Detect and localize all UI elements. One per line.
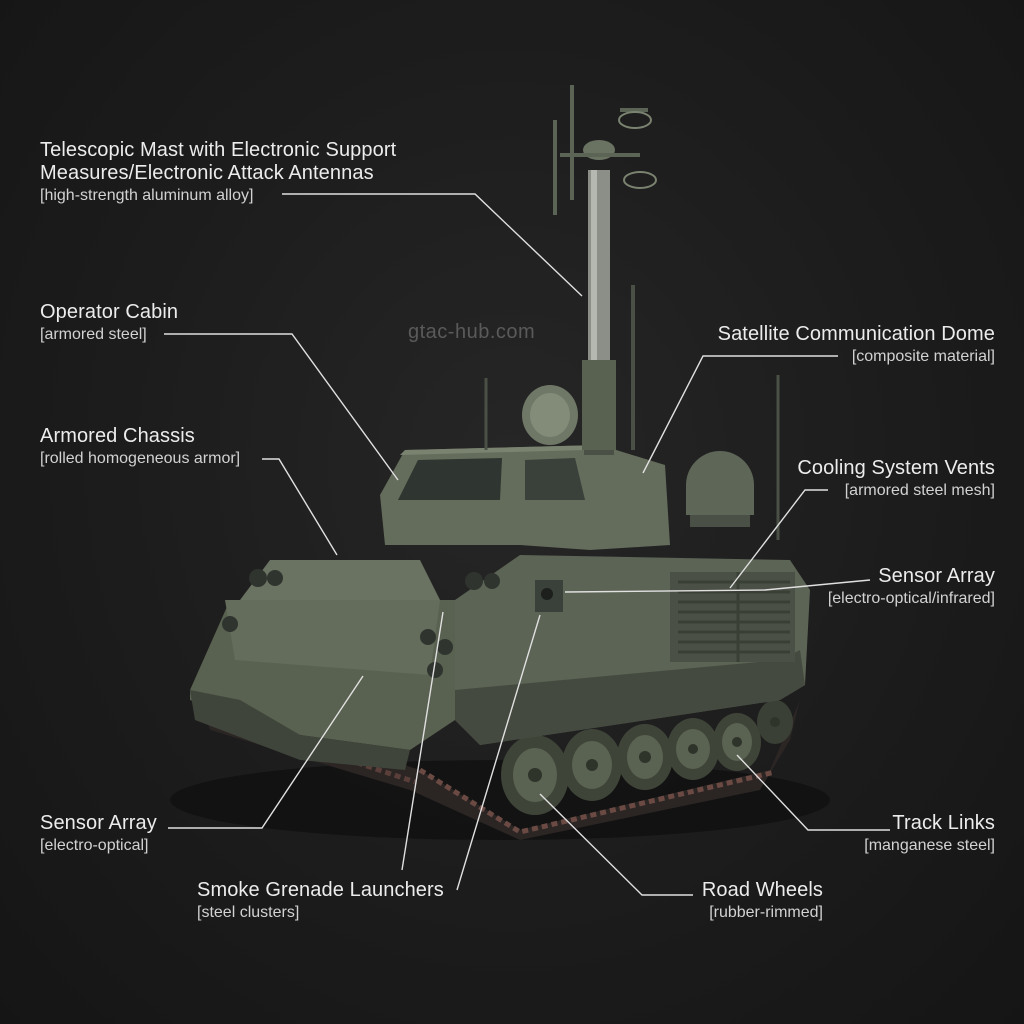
label-chassis-name: Armored Chassis [40, 425, 195, 447]
telescopic-mast [484, 85, 780, 540]
label-satcom-material: [composite material] [851, 348, 995, 365]
label-chassis-material: [rolled homogeneous armor] [40, 450, 241, 467]
label-vents-name: Cooling System Vents [797, 457, 995, 479]
satellite-dome [686, 451, 754, 527]
label-smoke-name: Smoke Grenade Launchers [197, 879, 444, 901]
label-vents: Cooling System Vents [armored steel mesh… [797, 457, 995, 500]
label-mast: Telescopic Mast with Electronic Support … [40, 139, 396, 205]
road-wheel [667, 718, 719, 780]
watermark: gtac-hub.com [408, 321, 536, 343]
label-sensor-right-material: [electro-optical/infrared] [827, 590, 995, 607]
label-satcom: Satellite Communication Dome [composite … [718, 323, 995, 366]
leader-line-cabin [164, 333, 399, 481]
leader-lines [164, 193, 890, 896]
label-vents-material: [armored steel mesh] [844, 482, 995, 499]
label-satcom-name: Satellite Communication Dome [717, 323, 995, 345]
label-wheels-name: Road Wheels [701, 879, 823, 901]
label-smoke-material: [steel clusters] [197, 904, 300, 921]
road-wheel [501, 735, 569, 815]
road-wheel [757, 700, 793, 744]
label-mast-material: [high-strength aluminum alloy] [40, 187, 254, 204]
leader-line-tracks [736, 754, 890, 831]
leader-line-mast [282, 193, 583, 297]
cabin-dish [522, 385, 578, 445]
road-wheel [562, 729, 622, 801]
label-wheels: Road Wheels [rubber-rimmed] [702, 879, 823, 922]
leader-line-vents [729, 489, 828, 589]
cooling-vents [670, 572, 795, 662]
front-sensors [222, 569, 563, 678]
label-cabin-material: [armored steel] [40, 326, 147, 343]
leader-line-sensor-left [168, 675, 364, 829]
label-sensor-right-name: Sensor Array [878, 565, 995, 587]
label-sensor-left: Sensor Array [electro-optical] [40, 812, 157, 855]
label-tracks-name: Track Links [892, 812, 995, 834]
operator-cabin [380, 445, 670, 550]
label-sensor-right: Sensor Array [electro-optical/infrared] [828, 565, 995, 608]
label-sensor-left-name: Sensor Array [40, 812, 157, 834]
leader-line-satcom [642, 355, 838, 474]
road-wheels [501, 700, 793, 815]
leader-line-wheels [539, 793, 693, 896]
label-tracks-material: [manganese steel] [864, 837, 995, 854]
label-cabin: Operator Cabin [armored steel] [40, 301, 178, 344]
leader-line-smoke-2 [456, 614, 541, 891]
label-chassis: Armored Chassis [rolled homogeneous armo… [40, 425, 240, 468]
label-wheels-material: [rubber-rimmed] [709, 904, 823, 921]
label-sensor-left-material: [electro-optical] [40, 837, 149, 854]
label-mast-name-line1: Telescopic Mast with Electronic Support [40, 139, 397, 161]
label-cabin-name: Operator Cabin [40, 301, 179, 323]
label-tracks: Track Links [manganese steel] [864, 812, 995, 855]
leader-line-sensor-right [564, 579, 871, 593]
road-wheel [617, 724, 673, 790]
leader-line-smoke-1 [401, 611, 444, 871]
road-wheel [713, 713, 761, 771]
label-smoke: Smoke Grenade Launchers [steel clusters] [197, 879, 444, 922]
leader-line-chassis [262, 458, 338, 556]
label-mast-name-line2: Measures/Electronic Attack Antennas [40, 162, 374, 184]
